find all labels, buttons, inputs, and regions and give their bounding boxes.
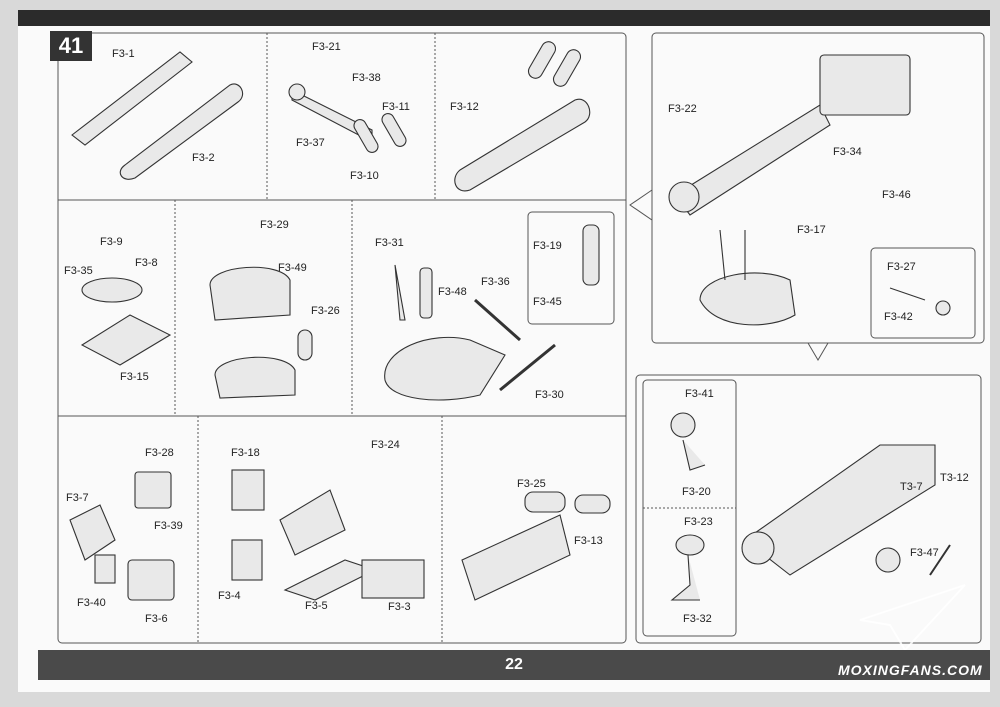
part-label-f3-38: F3-38 <box>352 72 381 84</box>
part-label-f3-29: F3-29 <box>260 219 289 231</box>
part-label-f3-19: F3-19 <box>533 240 562 252</box>
part-label-f3-47: F3-47 <box>910 547 939 559</box>
part-label-f3-27: F3-27 <box>887 261 916 273</box>
part-label-f3-28: F3-28 <box>145 447 174 459</box>
part-label-t3-12: T3-12 <box>940 472 969 484</box>
part-label-f3-24: F3-24 <box>371 439 400 451</box>
part-label-f3-34: F3-34 <box>833 146 862 158</box>
part-label-f3-15: F3-15 <box>120 371 149 383</box>
part-label-f3-22: F3-22 <box>668 103 697 115</box>
part-label-f3-49: F3-49 <box>278 262 307 274</box>
step-number: 41 <box>50 31 92 61</box>
part-label-f3-17: F3-17 <box>797 224 826 236</box>
part-label-f3-42: F3-42 <box>884 311 913 323</box>
part-label-f3-9: F3-9 <box>100 236 123 248</box>
part-label-f3-25: F3-25 <box>517 478 546 490</box>
part-label-f3-21: F3-21 <box>312 41 341 53</box>
part-label-f3-10: F3-10 <box>350 170 379 182</box>
part-label-f3-11: F3-11 <box>382 101 410 113</box>
part-label-f3-39: F3-39 <box>154 520 183 532</box>
part-label-f3-26: F3-26 <box>311 305 340 317</box>
part-label-f3-37: F3-37 <box>296 137 325 149</box>
site-watermark: MOXINGFANS.COM <box>838 662 983 678</box>
part-label-f3-40: F3-40 <box>77 597 106 609</box>
part-label-f3-5: F3-5 <box>305 600 328 612</box>
part-label-t3-7: T3-7 <box>900 481 923 493</box>
part-label-f3-23: F3-23 <box>684 516 713 528</box>
part-label-f3-18: F3-18 <box>231 447 260 459</box>
part-label-f3-4: F3-4 <box>218 590 241 602</box>
part-label-f3-2: F3-2 <box>192 152 215 164</box>
part-label-f3-36: F3-36 <box>481 276 510 288</box>
part-label-f3-13: F3-13 <box>574 535 603 547</box>
part-label-f3-48: F3-48 <box>438 286 467 298</box>
part-label-f3-7: F3-7 <box>66 492 89 504</box>
left-step-frame <box>57 32 627 644</box>
part-label-f3-1: F3-1 <box>112 48 135 60</box>
part-label-f3-32: F3-32 <box>683 613 712 625</box>
part-label-f3-3: F3-3 <box>388 601 411 613</box>
part-label-f3-45: F3-45 <box>533 296 562 308</box>
bottom-band <box>38 650 990 680</box>
page-number: 22 <box>505 656 523 673</box>
part-label-f3-8: F3-8 <box>135 257 158 269</box>
top-band <box>18 10 990 26</box>
part-label-f3-35: F3-35 <box>64 265 93 277</box>
part-label-f3-20: F3-20 <box>682 486 711 498</box>
part-label-f3-6: F3-6 <box>145 613 168 625</box>
part-label-f3-31: F3-31 <box>375 237 404 249</box>
part-label-f3-12: F3-12 <box>450 101 479 113</box>
part-label-f3-30: F3-30 <box>535 389 564 401</box>
part-label-f3-41: F3-41 <box>685 388 714 400</box>
part-label-f3-46: F3-46 <box>882 189 911 201</box>
